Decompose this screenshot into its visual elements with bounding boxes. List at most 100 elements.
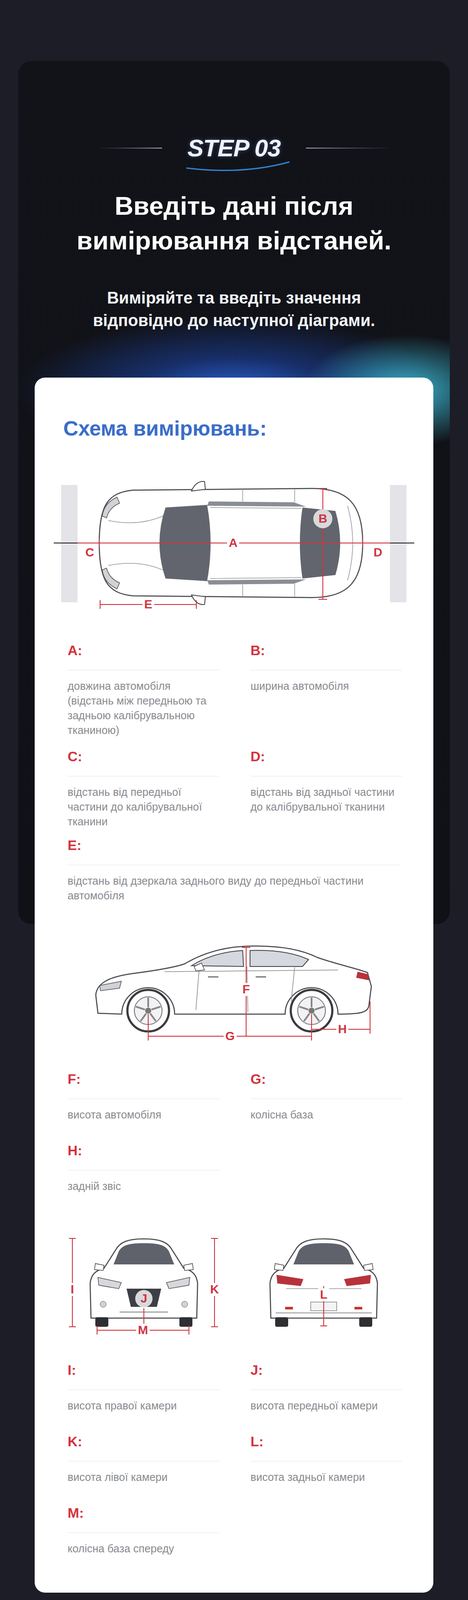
side-view-dimensions-part [241,947,251,949]
front-view-car-part [181,1302,188,1309]
top-view-dimensions-part [318,488,328,490]
field-letter: A: [67,641,220,671]
dimension-letter: L [318,1289,329,1303]
side-view-car-part [164,970,338,973]
dimension-letter: G [223,1030,237,1044]
field-description: відстань від дзеркала заднього виду до п… [67,874,401,904]
field-description: висота передньої камери [250,1399,403,1414]
dimension-marker [313,509,333,529]
field-description: задній звіс [67,1179,220,1195]
field-description: довжина автомобіля (відстань між переднь… [67,679,220,738]
measurement-field: A: довжина автомобіля (відстань між перед… [67,641,220,738]
top-view-dimensions-part [99,600,101,610]
front-view-car-part [97,1278,122,1290]
measurement-field: G: колісна база [250,1070,403,1123]
step-badge: STEP 03 [187,134,281,163]
side-view-dimensions-part [311,1014,312,1042]
field-letter: M: [67,1504,220,1534]
field-letter: L: [250,1433,403,1463]
rear-view-car [269,1239,378,1328]
front-view-car-part [166,1278,190,1290]
rear-view-car-part [354,1307,363,1311]
front-view-dimensions-part [188,1326,190,1336]
field-letter: H: [67,1141,220,1172]
top-view-car-part [108,563,165,572]
measurement-field: D: відстань від задньої частини до калібр… [250,747,403,815]
front-view-car-part [183,1264,194,1272]
top-view-car-part [102,568,120,590]
top-view-dimensions-part [195,600,197,610]
field-description: колісна база [250,1108,403,1123]
side-view-car [95,946,372,1033]
dimension-marker [135,1290,153,1309]
field-letter: J: [250,1361,403,1391]
rear-view-dimensions-part [320,1326,328,1328]
side-view-car-part [356,972,370,982]
top-view-car-part [102,497,120,519]
field-description: ширина автомобіля [250,679,403,694]
front-view-car-part [90,1239,198,1320]
front-view-car-part [179,1318,193,1328]
field-description: висота правої камери [67,1399,220,1414]
side-view-dimensions-part [147,1014,149,1042]
top-view-dimensions-part [362,539,364,548]
front-view-car [90,1239,198,1328]
top-view-car [53,481,415,605]
front-view-dimensions-part [211,1327,218,1329]
field-letter: D: [250,747,403,777]
field-description: відстань від задньої частини до калібрув… [250,785,403,815]
top-view-car-part [61,485,78,603]
step-rules-part [305,147,394,149]
front-view-car-part [100,1302,107,1309]
step-rules-part [97,147,163,149]
top-view-car-part [191,595,206,605]
field-letter: F: [67,1070,220,1100]
rear-view-car-part [285,1307,293,1311]
header: Введіть дані після вимірювання відстаней… [0,0,468,373]
front-view-dimensions-part [96,1326,98,1336]
front-view-dimensions-part [214,1239,215,1328]
top-view-dimensions-part [322,488,324,600]
field-letter: G: [250,1070,403,1100]
measurement-field: B:ширина автомобіля [250,641,403,694]
field-description: висота лівої камери [67,1470,220,1486]
front-view-car-part [113,1244,175,1266]
section-heading: Схема вимірювань: [63,416,267,442]
top-view-dimensions [77,488,390,610]
rear-view-car-part [274,1264,284,1272]
field-description: колісна база спереду [67,1542,220,1557]
front-view-dimensions-part [71,1239,73,1328]
measurement-field: M: колісна база спереду [67,1504,220,1557]
dimension-letter: A [227,536,240,550]
field-description: відстань від передньої частини до калібр… [67,785,220,830]
front-view-car-part [94,1264,104,1272]
measurement-field: C:відстань від передньої частини до калі… [67,747,220,830]
dimension-letter: K [208,1283,221,1297]
front-view-dimensions-part [143,1309,145,1326]
rear-view-car-part [276,1275,304,1287]
dimension-letter: D [371,546,384,560]
dimension-letter: C [83,546,96,560]
front-view-dimensions-part [211,1238,218,1240]
page-title: Введіть дані після вимірювання відстаней… [30,188,438,259]
measurement-field: I:висота правої камери [67,1361,220,1414]
top-view-car-part [191,481,206,492]
dimension-letter: B [316,512,329,526]
dimension-letter: J [138,1293,150,1307]
measurement-card: Схема вимірювань: A: довжина автомобіля (в… [34,377,434,1594]
dimension-letter: M [136,1324,150,1338]
rear-view-car-part [275,1318,289,1328]
subtitle: Виміряйте та введіть значення відповідно… [69,286,399,332]
measurement-field: J: висота передньої камери [250,1361,403,1414]
dimension-letter: E [142,598,155,612]
rear-view-car-part [293,1244,355,1266]
top-view-car-part [207,501,306,507]
measurement-field: E:відстань від дзеркала заднього виду до… [67,836,401,904]
front-view-car-part [95,1318,109,1328]
measurement-field: F:висота автомобіля [67,1070,220,1123]
rear-view-car-part [344,1275,371,1287]
rear-view-car-part [359,1318,373,1328]
side-view-car-part-part [145,1008,152,1015]
top-view-dimensions-part [98,539,100,548]
